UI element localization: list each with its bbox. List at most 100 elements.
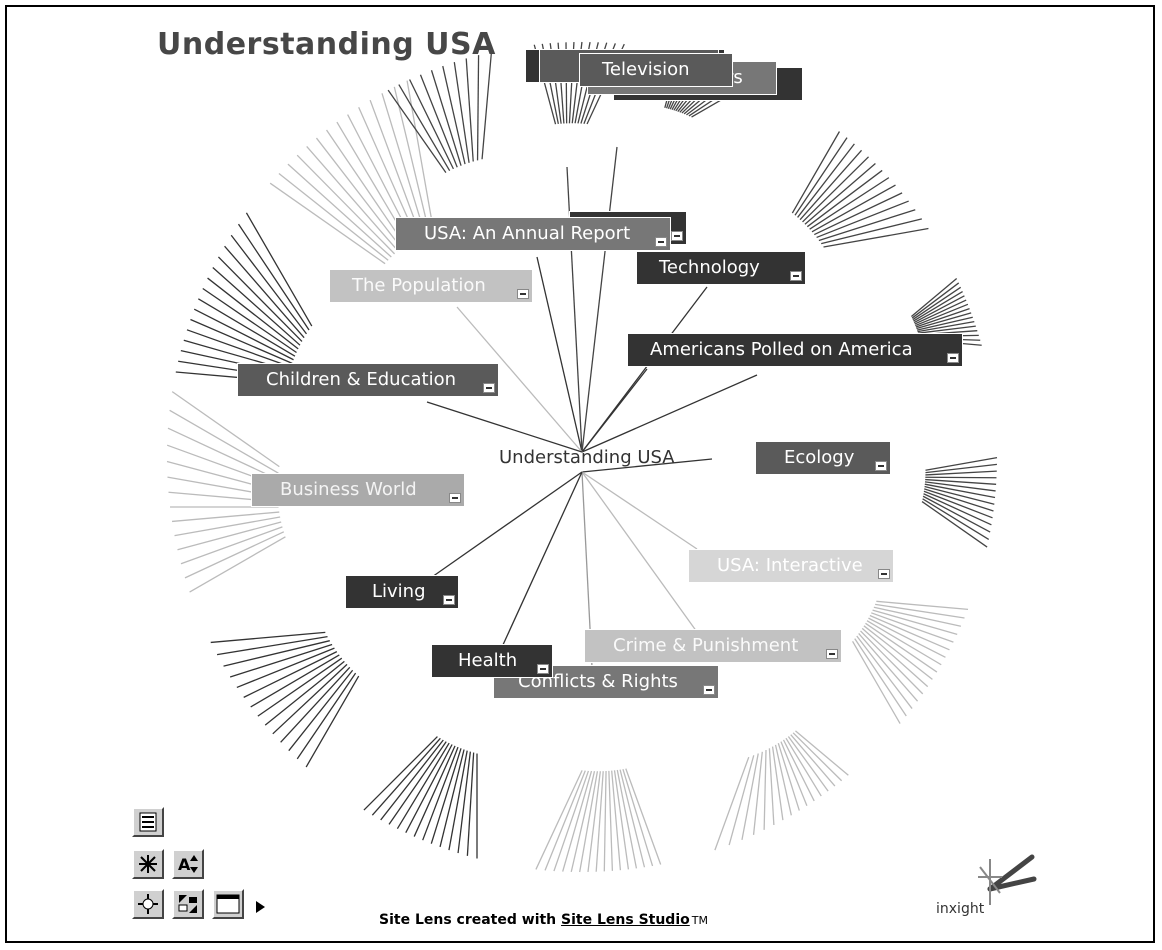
tree-edge [863, 625, 933, 680]
recenter-icon[interactable] [132, 889, 164, 919]
inxight-logo[interactable]: inxight [932, 847, 1052, 927]
node-television[interactable]: Television [579, 53, 733, 87]
tree-edge [913, 295, 965, 324]
node-technology-label: Technology [659, 257, 760, 278]
tree-edge [871, 612, 954, 643]
tree-edge [868, 617, 946, 658]
tree-edge [305, 675, 360, 768]
tree-edge [802, 156, 870, 223]
tree-edge [457, 751, 472, 854]
expand-all-icon[interactable] [132, 849, 164, 879]
tree-edge [245, 212, 313, 327]
tree-edge [869, 614, 950, 651]
tree-edge [852, 640, 901, 724]
tree-edge [193, 308, 294, 361]
node-annual-report[interactable]: USA: An Annual Report [395, 217, 671, 251]
node-usa-interactive-label: USA: Interactive [717, 555, 863, 576]
collapse-icon[interactable] [449, 493, 461, 503]
tree-edge [854, 638, 907, 717]
tree-edge [912, 286, 962, 321]
tree-edge [581, 458, 713, 473]
tree-edge [369, 99, 421, 235]
site-lens-studio-link[interactable]: Site Lens Studio [561, 912, 690, 928]
tree-edge [216, 636, 328, 656]
node-ecology[interactable]: Ecology [755, 441, 891, 475]
tree-edge [409, 79, 454, 170]
tree-edge [243, 651, 338, 698]
node-crime-punishment[interactable]: Crime & Punishment [584, 629, 842, 663]
collapse-icon[interactable] [703, 685, 715, 695]
tree-edge [914, 299, 967, 325]
collapse-icon[interactable] [947, 353, 959, 363]
tree-edge [184, 531, 285, 579]
list-icon[interactable] [132, 807, 164, 837]
collapse-icon[interactable] [826, 649, 838, 659]
collapse-icon[interactable] [443, 595, 455, 605]
collapse-icon[interactable] [655, 237, 667, 247]
trademark-mark: TM [691, 914, 708, 927]
tree-edge [358, 106, 417, 238]
tree-edge [816, 200, 909, 239]
node-living[interactable]: Living [345, 575, 459, 609]
tree-edge [728, 755, 755, 846]
tree-edge [581, 471, 698, 550]
node-children-education[interactable]: Children & Education [237, 363, 499, 397]
tree-edge [616, 769, 638, 869]
tree-edge [553, 770, 590, 872]
tree-edge [272, 663, 348, 735]
swap-icon[interactable] [172, 889, 204, 919]
collapse-icon[interactable] [517, 289, 529, 299]
node-health[interactable]: Health [431, 644, 553, 678]
node-business-world-label: Business World [280, 479, 417, 500]
tree-edge [774, 744, 792, 816]
node-business-world[interactable]: Business World [251, 473, 465, 507]
tree-edge [405, 744, 453, 834]
node-annual-report-label: USA: An Annual Report [424, 223, 631, 244]
footer-prefix: Site Lens created with [379, 912, 562, 928]
tree-edge [325, 129, 406, 246]
node-conflicts-rights-label: Conflicts & Rights [518, 671, 678, 692]
tree-edge [925, 478, 997, 485]
collapse-icon[interactable] [537, 664, 549, 674]
tree-edge [608, 770, 614, 871]
tree-edge [453, 62, 470, 163]
node-population[interactable]: The Population [329, 269, 533, 303]
center-node[interactable]: Understanding USA [499, 447, 675, 468]
collapse-icon[interactable] [671, 231, 683, 241]
tree-edge [797, 143, 855, 218]
tree-edge [237, 223, 310, 331]
tree-edge [230, 234, 307, 335]
tree-edge [223, 640, 330, 667]
node-americans-polled[interactable]: Americans Polled on America [627, 333, 963, 367]
tree-edge [207, 277, 299, 350]
tree-edge [611, 770, 622, 871]
tree-edge [174, 516, 281, 537]
tree-edge [315, 137, 402, 249]
tree-edge [581, 374, 758, 453]
collapse-icon[interactable] [878, 569, 890, 579]
node-usa-interactive[interactable]: USA: Interactive [688, 549, 894, 583]
collapse-icon[interactable] [483, 383, 495, 393]
tree-edge [396, 742, 450, 830]
window-icon[interactable] [212, 889, 244, 919]
font-size-icon[interactable]: A [172, 849, 204, 879]
tree-edge [280, 666, 351, 743]
tree-edge [224, 245, 305, 339]
tree-edge [603, 771, 607, 872]
tree-edge [581, 146, 618, 453]
tree-edge [916, 312, 972, 330]
tree-edge [866, 620, 942, 666]
collapse-icon[interactable] [875, 461, 887, 471]
node-technology[interactable]: Technology [636, 251, 806, 285]
tree-edge [257, 657, 343, 717]
tree-edge [388, 741, 447, 825]
tree-edge [858, 633, 919, 702]
tree-edge [381, 93, 425, 233]
tree-edge [171, 391, 280, 468]
tree-edge [566, 166, 583, 453]
tree-edge [202, 287, 297, 354]
collapse-icon[interactable] [790, 271, 802, 281]
next-arrow-icon[interactable] [256, 901, 265, 913]
tree-edge [925, 463, 998, 474]
tree-edge [562, 770, 593, 872]
